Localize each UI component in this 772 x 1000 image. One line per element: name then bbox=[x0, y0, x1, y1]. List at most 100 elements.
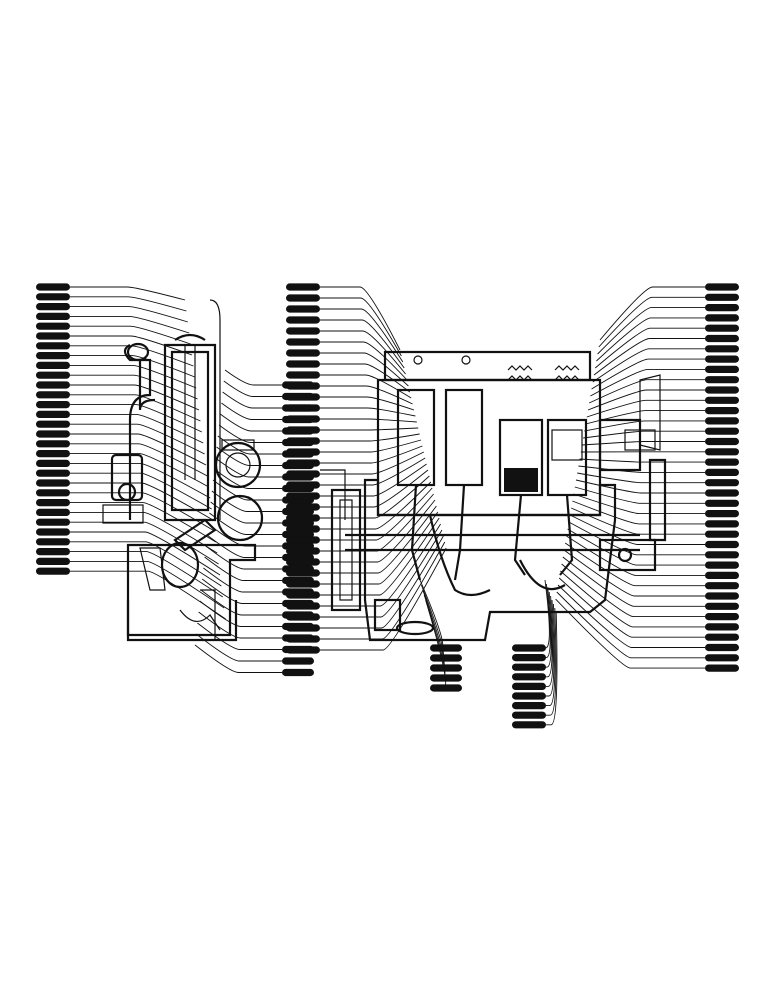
leader-line bbox=[320, 505, 437, 574]
leader-line bbox=[320, 523, 441, 607]
leader-line bbox=[420, 584, 462, 659]
leader-line bbox=[592, 348, 705, 383]
leader-line bbox=[70, 502, 217, 543]
part-callout-tag bbox=[286, 569, 320, 577]
part-callout-tag bbox=[705, 592, 739, 600]
leader-line bbox=[320, 493, 434, 552]
leader-line bbox=[70, 462, 211, 499]
part-callout-tag bbox=[286, 646, 320, 654]
leader-line bbox=[555, 598, 705, 669]
leader-line bbox=[70, 364, 197, 389]
part-callout-tag bbox=[286, 536, 320, 544]
part-callout-tag bbox=[286, 514, 320, 522]
leader-line bbox=[209, 512, 282, 535]
part-callout-tag bbox=[286, 459, 320, 467]
part-callout-tag bbox=[286, 547, 320, 555]
leader-line bbox=[574, 486, 705, 504]
part-callout-tag bbox=[705, 345, 739, 353]
part-callout-tag bbox=[282, 668, 314, 677]
part-callout-tag bbox=[286, 525, 320, 533]
part-callout-tag bbox=[36, 567, 70, 575]
part-callout-tag bbox=[705, 355, 739, 363]
leader-line bbox=[320, 541, 446, 640]
leader-line bbox=[70, 306, 188, 323]
leader-line bbox=[216, 446, 282, 466]
leader-line bbox=[70, 384, 200, 411]
leader-line bbox=[320, 352, 409, 387]
leader-line bbox=[70, 423, 205, 455]
part-callout-tag bbox=[705, 643, 739, 652]
part-callouts bbox=[36, 283, 739, 729]
part-callout-tag bbox=[286, 492, 320, 500]
leader-line bbox=[589, 379, 705, 404]
leader-line bbox=[70, 443, 208, 477]
leader-line bbox=[578, 465, 705, 473]
leader-line bbox=[422, 589, 462, 669]
part-callout-tag bbox=[286, 602, 320, 610]
part-callout-tag bbox=[286, 415, 320, 423]
part-callout-tag bbox=[512, 721, 546, 729]
leader-line bbox=[224, 369, 282, 386]
leader-line bbox=[564, 542, 705, 587]
leader-line bbox=[320, 439, 422, 453]
leader-line bbox=[70, 511, 218, 554]
leader-line bbox=[546, 587, 552, 668]
valve-springs bbox=[413, 355, 580, 381]
leader-line bbox=[597, 307, 705, 355]
leader-line bbox=[70, 315, 190, 334]
part-callout-tag bbox=[36, 391, 70, 399]
leader-line bbox=[320, 499, 436, 563]
leader-line bbox=[591, 358, 705, 390]
leader-line bbox=[546, 599, 555, 697]
part-callout-tag bbox=[36, 401, 70, 409]
leader-line bbox=[320, 396, 415, 411]
part-callout-tag bbox=[705, 623, 739, 631]
leader-line bbox=[217, 435, 282, 455]
part-callout-tag bbox=[705, 602, 739, 610]
part-callout-tag bbox=[36, 342, 70, 350]
leader-line bbox=[70, 296, 187, 312]
part-callout-tag bbox=[512, 702, 546, 710]
part-callout-tag bbox=[286, 349, 320, 357]
part-callout-tag bbox=[286, 437, 320, 445]
leader-line bbox=[320, 517, 440, 596]
leader-line bbox=[577, 472, 705, 484]
part-callout-tag bbox=[705, 510, 739, 518]
leader-line bbox=[197, 622, 282, 650]
leader-line bbox=[572, 500, 705, 525]
leader-line bbox=[586, 399, 705, 418]
part-callout-tag bbox=[286, 305, 320, 313]
leader-line bbox=[593, 338, 705, 376]
part-callout-tag bbox=[705, 396, 739, 404]
leader-line bbox=[215, 457, 282, 478]
part-callout-tag bbox=[36, 489, 70, 497]
part-callout-tag bbox=[705, 437, 739, 446]
part-callout-tag bbox=[36, 303, 70, 311]
part-callout-tag bbox=[705, 407, 739, 415]
part-callout-tag bbox=[36, 312, 70, 320]
leader-line bbox=[573, 493, 705, 515]
leader-line bbox=[320, 341, 408, 381]
part-callout-tag bbox=[705, 571, 739, 579]
leader-line bbox=[425, 599, 462, 689]
part-callout-tag bbox=[286, 503, 320, 511]
part-callout-tag bbox=[705, 386, 739, 394]
leader-line bbox=[70, 541, 222, 587]
leader-line bbox=[563, 549, 705, 597]
part-callout-tag bbox=[512, 644, 546, 652]
leader-line bbox=[320, 535, 444, 629]
leader-line bbox=[596, 317, 705, 362]
leader-line bbox=[320, 529, 443, 618]
part-callout-tag bbox=[36, 499, 70, 507]
leader-line bbox=[587, 389, 705, 411]
part-callout-tag bbox=[36, 508, 70, 516]
leader-line bbox=[70, 404, 202, 433]
part-callout-tag bbox=[705, 427, 739, 435]
leader-line bbox=[546, 603, 556, 707]
leader-line bbox=[584, 420, 705, 432]
leader-line bbox=[546, 611, 558, 726]
leader-line bbox=[204, 556, 282, 581]
leader-line bbox=[571, 507, 705, 535]
part-callout-tag bbox=[705, 479, 739, 487]
part-callout-tag bbox=[36, 361, 70, 369]
